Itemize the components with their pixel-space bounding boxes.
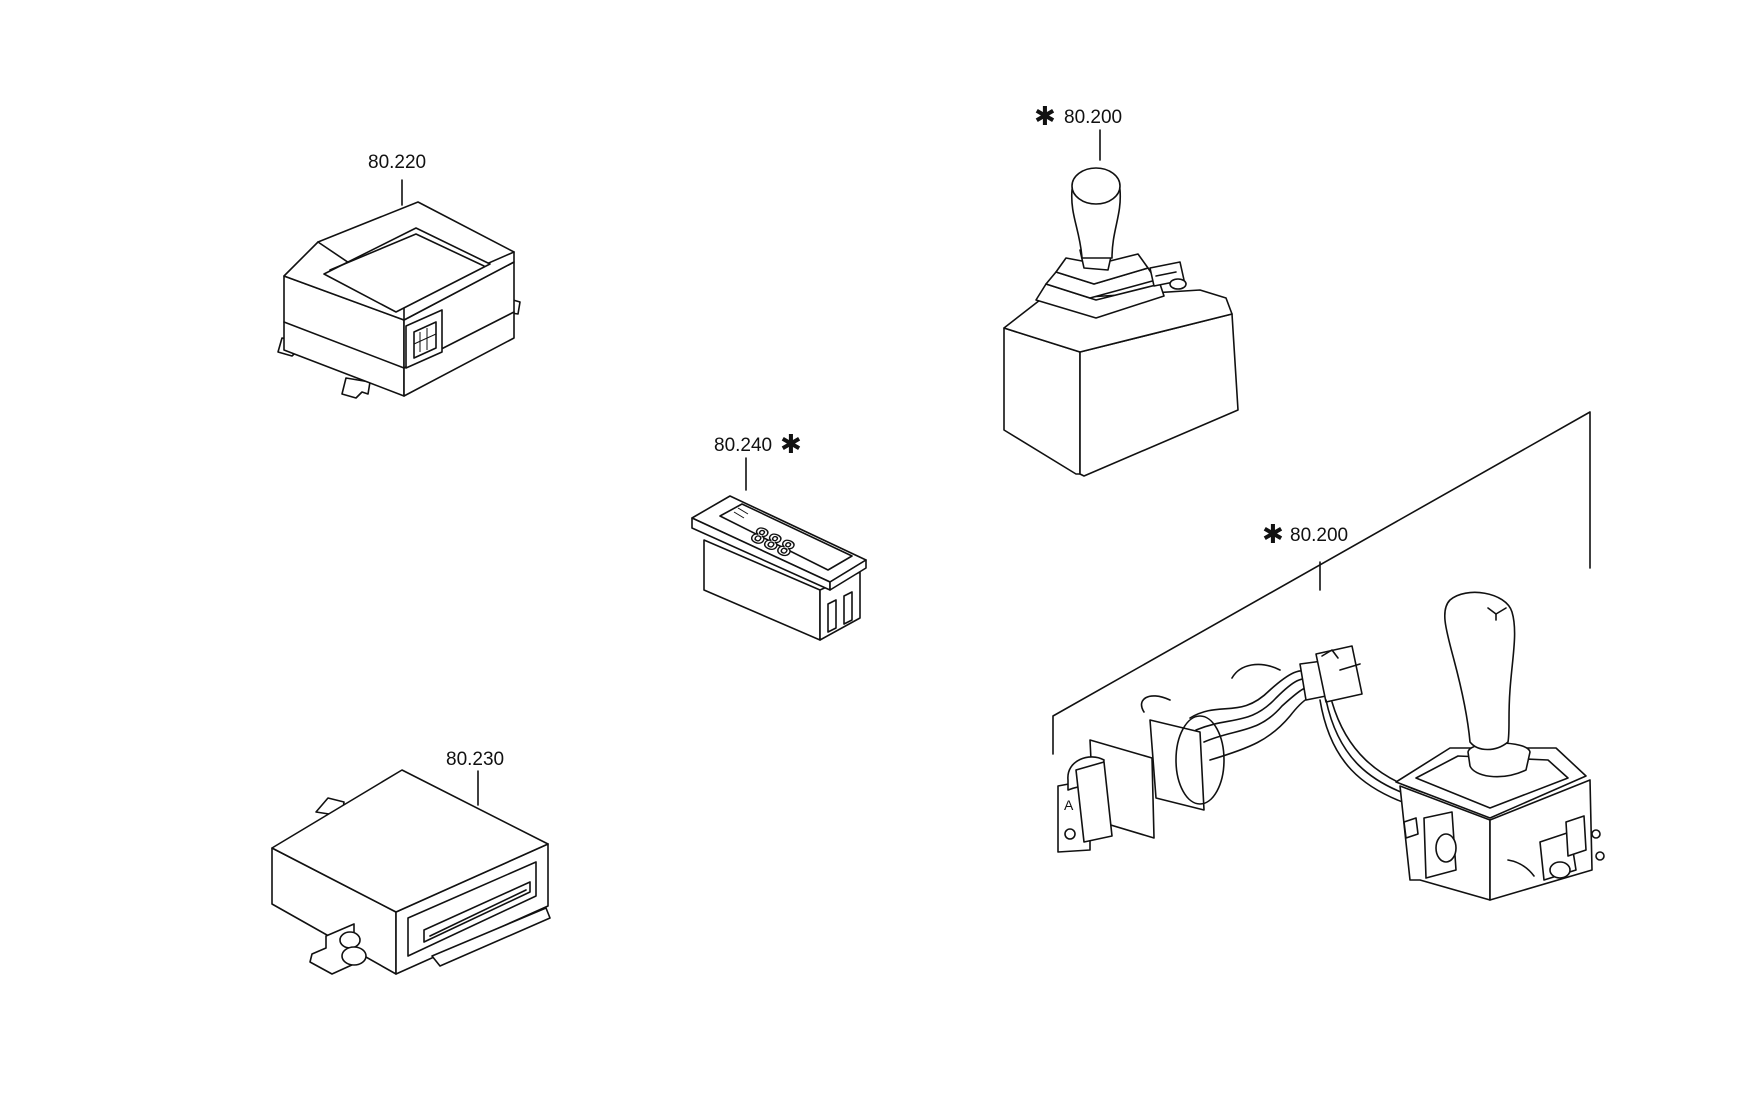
control-unit-80-220 (277, 179, 521, 399)
label-80-200-top: 80.200 (1064, 107, 1123, 128)
label-80-220: 80.220 (368, 152, 427, 173)
gear-lever-80-200-top (1003, 129, 1239, 477)
assembly-bracket (1052, 411, 1591, 755)
svg-text:A: A (1064, 797, 1074, 813)
control-unit-80-230 (271, 769, 551, 975)
label-80-240: 80.240 (714, 435, 773, 456)
asterisk-80-200-top: ✱ (1034, 102, 1056, 132)
asterisk-80-240: ✱ (780, 430, 802, 460)
gear-lever-assembly-80-200-bottom: A (1057, 591, 1605, 901)
label-80-200-bottom: 80.200 (1290, 525, 1349, 546)
display-unit-80-240: 888 (691, 457, 867, 641)
label-80-230: 80.230 (446, 749, 505, 770)
asterisk-80-200-bottom: ✱ (1262, 520, 1284, 550)
